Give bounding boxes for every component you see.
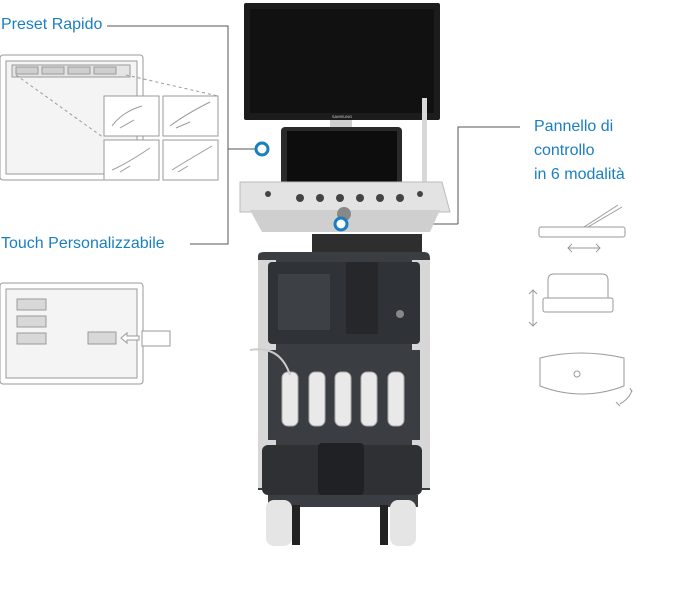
mode-swivel-icon: [538, 204, 626, 253]
touch-panel-diagram: [0, 282, 171, 385]
mode-rotate-icon: [539, 352, 633, 407]
touch-personalizzabile-label: Touch Personalizzabile: [1, 235, 165, 252]
pannello-label-line3: in 6 modalità: [534, 166, 625, 183]
monitor-brand: SAMSUNG: [332, 114, 352, 119]
control-panel-mode-icons: [528, 204, 633, 407]
preset-rapido-label: Preset Rapido: [1, 16, 103, 33]
mode-height-icon: [528, 273, 614, 327]
pannello-label-line2: controllo: [534, 142, 595, 159]
callout-dots: [254, 141, 349, 232]
pannello-label-line1: Pannello di: [534, 118, 614, 135]
preset-panel-diagram: [0, 54, 219, 181]
ultrasound-machine: SAMSUNG: [239, 3, 451, 546]
